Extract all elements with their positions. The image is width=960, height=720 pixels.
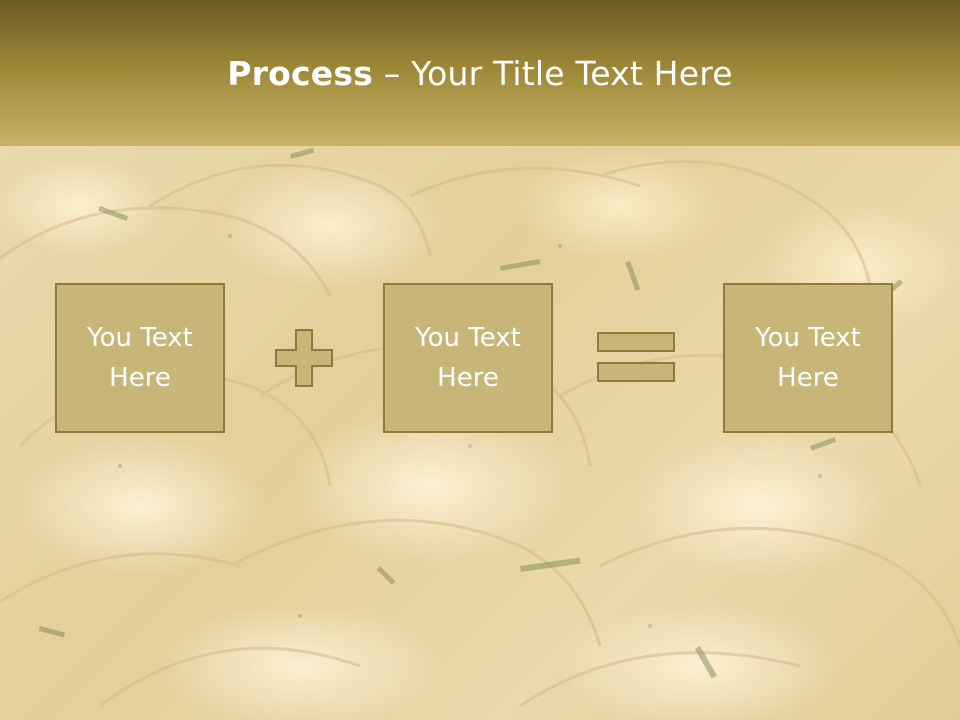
equals-icon	[597, 332, 675, 382]
process-box-2-label: You Text Here	[415, 323, 521, 393]
slide-title[interactable]: Process – Your Title Text Here	[0, 52, 960, 96]
process-box-1[interactable]: You Text Here	[55, 283, 225, 433]
title-banner: Process – Your Title Text Here	[0, 0, 960, 146]
potato-slices-texture	[0, 147, 960, 708]
process-box-2[interactable]: You Text Here	[383, 283, 553, 433]
process-box-3[interactable]: You Text Here	[723, 283, 893, 433]
title-rest-part: – Your Title Text Here	[373, 54, 733, 93]
title-bold-part: Process	[227, 54, 374, 93]
process-box-3-label: You Text Here	[755, 323, 861, 393]
plus-icon	[275, 329, 333, 387]
background-photo	[0, 146, 960, 720]
process-box-1-label: You Text Here	[87, 323, 193, 393]
